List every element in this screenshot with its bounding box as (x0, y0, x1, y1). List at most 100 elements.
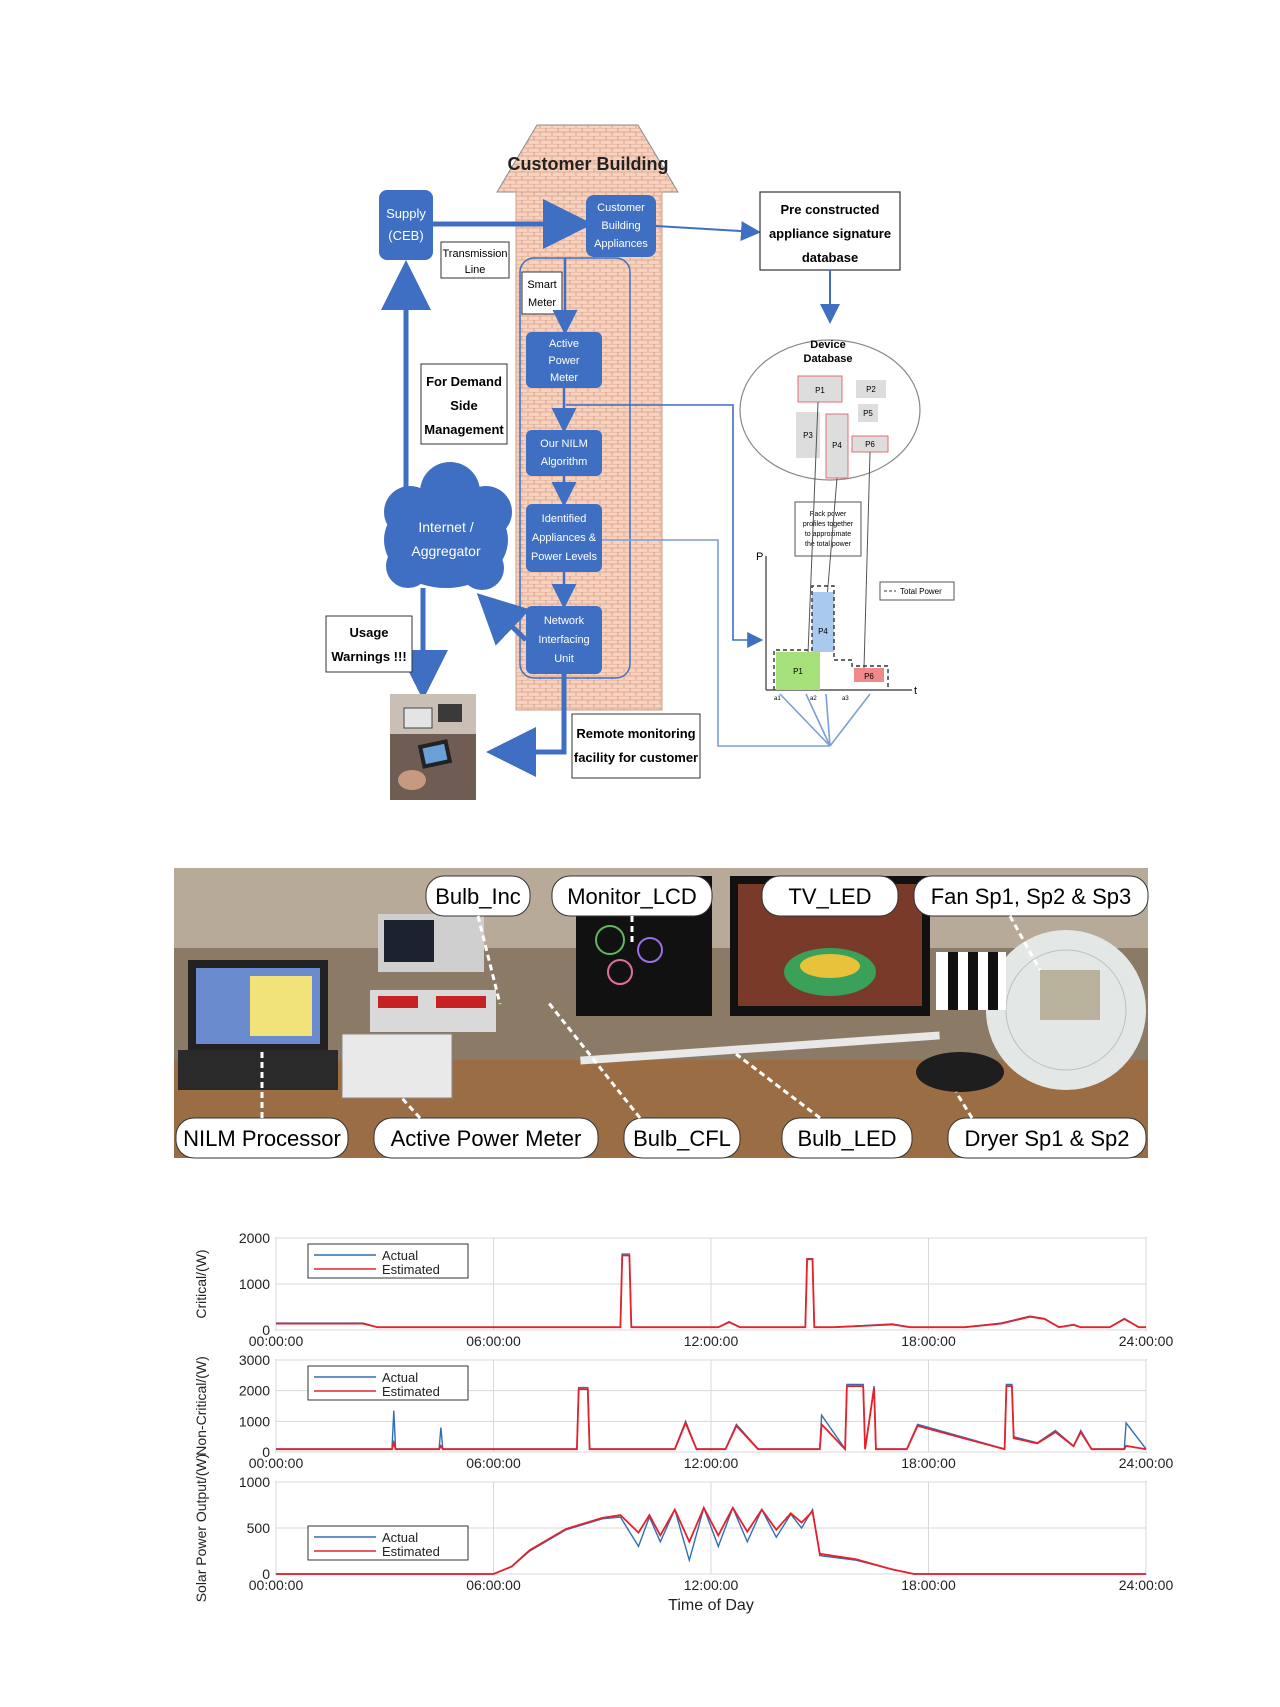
active-meter-label-2: Power (548, 355, 580, 367)
photo-label-fan: Fan Sp1, Sp2 & Sp3 (913, 875, 1149, 917)
building-appliances-label-3: Appliances (594, 238, 648, 250)
active-meter-box (526, 332, 602, 388)
demand-label: For Demand (426, 374, 502, 389)
supply-box (379, 190, 433, 260)
x-tick-label: 00:00:00 (249, 1333, 304, 1349)
x-tick-label: 18:00:00 (901, 1333, 956, 1349)
smart-meter-label-2: Meter (528, 297, 556, 309)
y-tick-label: 1000 (239, 1413, 270, 1429)
x-tick-label: 06:00:00 (466, 1455, 521, 1471)
profile-p4: P4 (832, 441, 842, 450)
demand-label-3: Management (424, 422, 504, 437)
y-axis-label: Solar Power Output/(W) (193, 1454, 209, 1603)
legend-label: Actual (382, 1530, 418, 1545)
identified-appliances-box (526, 504, 602, 572)
smart-meter-outline (519, 257, 631, 679)
profile-p6: P6 (865, 440, 875, 449)
x-tick-label: 06:00:00 (466, 1577, 521, 1593)
photo-label-nilm-processor: NILM Processor (175, 1117, 349, 1159)
fan-text: Fan Sp1, Sp2 & Sp3 (931, 884, 1132, 909)
pack-label-4: the total power (805, 541, 852, 548)
bulb-led-text: Bulb_LED (797, 1126, 896, 1151)
transmission-label-2: Line (465, 264, 486, 276)
series-line-actual (276, 1505, 1146, 1575)
series-line-estimated (276, 1505, 1146, 1575)
device-db-label: Device (810, 339, 845, 351)
internet-label-2: Aggregator (411, 543, 481, 559)
x-tick-label: 24:00:00 (1119, 1455, 1174, 1471)
x-axis-label: Time of Day (668, 1597, 754, 1614)
y-tick-label: 0 (262, 1444, 270, 1460)
profile-p2: P2 (866, 385, 876, 394)
x-tick-label: 24:00:00 (1119, 1333, 1174, 1349)
series-line-estimated (276, 1385, 1147, 1452)
identified-label: Identified (542, 513, 587, 525)
signature-database-box (759, 191, 901, 271)
packed-profile-chart: P t P1 P4 P6 a1 a2 a3 Total Power (756, 551, 955, 747)
active-power-meter-text: Active Power Meter (391, 1126, 582, 1151)
time-mark-a2: a2 (810, 696, 817, 702)
legend-label: Actual (382, 1248, 418, 1263)
legend-label: Actual (382, 1370, 418, 1385)
bulb-cfl-text: Bulb_CFL (633, 1126, 731, 1151)
pack-label-2: profiles together (803, 521, 854, 528)
tablet-photo (390, 694, 476, 800)
network-label: Network (544, 615, 585, 627)
building-appliances-label: Customer (597, 202, 645, 214)
pack-label: Pack power (810, 511, 847, 518)
x-tick-label: 18:00:00 (901, 1577, 956, 1593)
internet-label: Internet / (418, 519, 473, 535)
photo-label-monitor-lcd: Monitor_LCD (551, 875, 713, 917)
y-tick-label: 0 (262, 1322, 270, 1338)
chart-legend (307, 1243, 469, 1279)
internet-cloud (384, 462, 512, 590)
building-title: Customer Building (508, 154, 669, 174)
y-tick-label: 0 (262, 1566, 270, 1582)
photo-label-tv-led: TV_LED (761, 875, 899, 917)
y-axis-label: Non-Critical/(W) (193, 1356, 209, 1456)
time-mark-a1: a1 (774, 696, 781, 702)
y-tick-label: 2000 (239, 1383, 270, 1399)
network-interface-box (526, 606, 602, 674)
warnings-label: Usage (349, 625, 388, 640)
dryer-text: Dryer Sp1 & Sp2 (964, 1126, 1129, 1151)
nilm-processor-text: NILM Processor (183, 1126, 341, 1151)
nilm-label-2: Algorithm (541, 456, 587, 468)
y-tick-label: 3000 (239, 1352, 270, 1368)
remote-label: Remote monitoring (576, 726, 695, 741)
plot-frame (275, 1481, 1147, 1575)
packed-p1: P1 (793, 667, 803, 676)
y-tick-label: 2000 (239, 1230, 270, 1246)
device-db-label-2: Database (804, 353, 853, 365)
x-tick-label: 12:00:00 (684, 1333, 739, 1349)
y-tick-label: 1000 (239, 1474, 270, 1490)
photo-label-bulb-led: Bulb_LED (781, 1117, 913, 1159)
system-diagram: Customer Building Smart Meter Supply (CE… (325, 124, 955, 800)
x-tick-label: 00:00:00 (249, 1455, 304, 1471)
legend-label: Estimated (382, 1544, 440, 1559)
y-axis-label: Critical/(W) (193, 1249, 209, 1318)
series-line-actual (276, 1253, 1146, 1328)
signature-db-label: Pre constructed (781, 202, 880, 217)
x-tick-label: 18:00:00 (901, 1455, 956, 1471)
plot-frame (275, 1359, 1147, 1453)
chart-legend (307, 1525, 469, 1561)
time-mark-a3: a3 (842, 696, 849, 702)
x-tick-label: 24:00:00 (1119, 1577, 1174, 1593)
packed-p4: P4 (818, 627, 828, 636)
packed-p6: P6 (864, 672, 874, 681)
identified-label-3: Power Levels (531, 551, 598, 563)
chart-legend (307, 1365, 469, 1401)
series-line-actual (276, 1383, 1147, 1452)
network-label-2: Interfacing (538, 634, 589, 646)
y-tick-label: 500 (247, 1520, 271, 1536)
smart-meter-label: Smart (527, 279, 556, 291)
building-appliances-box (586, 195, 656, 257)
signature-db-label-3: database (802, 250, 858, 265)
active-meter-label-3: Meter (550, 372, 578, 384)
x-tick-label: 06:00:00 (466, 1333, 521, 1349)
nilm-label: Our NILM (540, 438, 588, 450)
plot-frame (275, 1237, 1147, 1331)
active-meter-label: Active (549, 338, 579, 350)
